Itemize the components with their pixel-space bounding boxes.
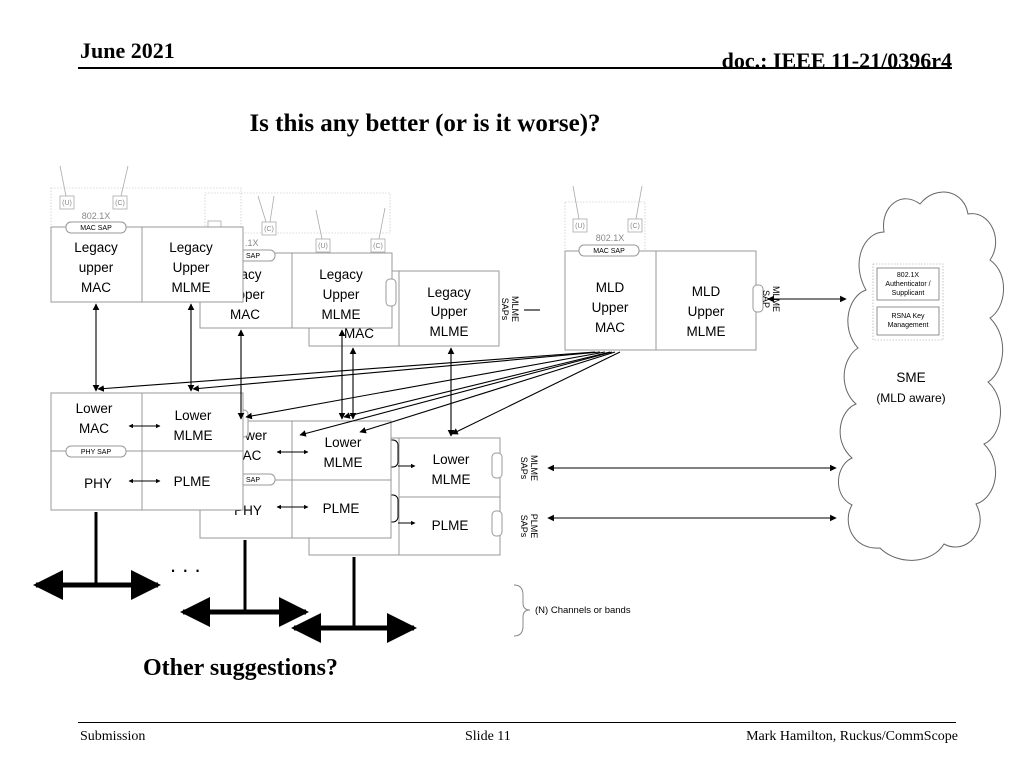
svg-text:MLME: MLME bbox=[323, 455, 362, 470]
authenticator-line-1: 802.1X bbox=[897, 272, 920, 279]
svg-text:SAPs: SAPs bbox=[519, 515, 529, 538]
header-date: June 2021 bbox=[80, 38, 175, 63]
svg-text:SAP: SAP bbox=[761, 290, 771, 308]
legacy-upper-mlme-line-3: MLME bbox=[171, 280, 210, 295]
other-suggestions: Other suggestions? bbox=[143, 655, 338, 681]
legacy-mlme-3-line-2: Upper bbox=[431, 304, 468, 319]
mld-upper-mac-line-2: Upper bbox=[592, 300, 629, 315]
svg-text:MAC SAP: MAC SAP bbox=[593, 248, 625, 255]
svg-text:PLME: PLME bbox=[323, 501, 360, 516]
mld-upper-mlme-line-3: MLME bbox=[686, 324, 725, 339]
svg-text:SAPs: SAPs bbox=[519, 457, 529, 480]
lower-mac-line-1: Lower bbox=[76, 401, 113, 416]
svg-text:acy: acy bbox=[240, 267, 261, 282]
rsna-key-line-2: Management bbox=[888, 322, 929, 329]
lower-stack-1: Lower MAC Lower MLME PHY SAP PHY PLME bbox=[50, 392, 244, 511]
svg-text:(C): (C) bbox=[373, 243, 383, 250]
port-c-icon: (C) bbox=[115, 200, 125, 207]
legacy-mlme-3-line-3: MLME bbox=[429, 324, 468, 339]
svg-text:AC: AC bbox=[243, 448, 262, 463]
svg-text:.1X: .1X bbox=[245, 238, 259, 248]
brace-icon bbox=[513, 584, 531, 637]
mlme-saps-label-upper: MLME bbox=[510, 296, 520, 322]
lower-mlme-line-2: MLME bbox=[173, 428, 212, 443]
svg-text:SAP: SAP bbox=[246, 253, 260, 260]
legacy-upper-mac-line-3: MAC bbox=[81, 280, 111, 295]
svg-text:(C): (C) bbox=[264, 226, 274, 233]
lower-mlme-line-1: Lower bbox=[175, 408, 212, 423]
plme-label: PLME bbox=[174, 474, 211, 489]
rsna-key-line-1: RSNA Key bbox=[891, 313, 925, 320]
plme-saps-label: PLME bbox=[529, 514, 539, 539]
legacy-stack-1: (U) (C) 802.1X MAC SAP MAC SAP Legacy up… bbox=[50, 165, 244, 303]
channels-note: (N) Channels or bands bbox=[535, 605, 631, 616]
sme-cloud: 802.1X Authenticator / Supplicant RSNA K… bbox=[838, 191, 1004, 561]
legacy-upper-mlme-line-1: Legacy bbox=[169, 240, 213, 255]
phy-label: PHY bbox=[84, 476, 112, 491]
mld-upper-mac-line-3: MAC bbox=[595, 320, 625, 335]
footer-slide-number: Slide 11 bbox=[465, 729, 511, 744]
mlme-saps-label-lower: MLME bbox=[529, 455, 539, 481]
media-lines: . . . bbox=[33, 512, 417, 643]
footer-submission: Submission bbox=[80, 729, 146, 744]
svg-text:(C): (C) bbox=[630, 223, 640, 230]
slide-title: Is this any better (or is it worse)? bbox=[249, 110, 601, 137]
legacy-mac-fragment: MAC bbox=[344, 326, 374, 341]
svg-text:SAP: SAP bbox=[246, 477, 260, 484]
mld-upper-mlme-line-2: Upper bbox=[688, 304, 725, 319]
svg-text:Legacy: Legacy bbox=[319, 267, 363, 282]
svg-text:Lower: Lower bbox=[433, 452, 470, 467]
svg-text:wer: wer bbox=[244, 428, 267, 443]
svg-text:(U): (U) bbox=[318, 243, 328, 250]
svg-text:MAC: MAC bbox=[230, 307, 260, 322]
phy-sap-label: PHY SAP bbox=[81, 449, 112, 456]
svg-text:MAC SAP: MAC SAP bbox=[80, 225, 112, 232]
svg-text:Lower: Lower bbox=[325, 435, 362, 450]
svg-text:PLME: PLME bbox=[432, 518, 469, 533]
sme-subtitle: (MLD aware) bbox=[876, 391, 945, 405]
svg-text:MLME: MLME bbox=[321, 307, 360, 322]
mld-upper-mac-line-1: MLD bbox=[596, 280, 625, 295]
label-8021x: 802.1X bbox=[82, 211, 111, 221]
connector-arrows bbox=[92, 295, 847, 526]
svg-text:802.1X: 802.1X bbox=[596, 233, 625, 243]
header-rule bbox=[78, 67, 952, 69]
svg-text:(U): (U) bbox=[575, 223, 585, 230]
svg-text:pper: pper bbox=[237, 287, 265, 302]
svg-text:MLME: MLME bbox=[431, 472, 470, 487]
mld-upper-block: (U) (C) 802.1X MAC SAP MLD Upper MAC MLD… bbox=[564, 185, 781, 351]
port-u-icon: (U) bbox=[62, 200, 72, 207]
legacy-upper-mac-line-2: upper bbox=[79, 260, 114, 275]
authenticator-box bbox=[876, 267, 940, 301]
authenticator-line-3: Supplicant bbox=[892, 290, 925, 297]
authenticator-line-2: Authenticator / bbox=[885, 281, 930, 288]
antenna-icon bbox=[59, 165, 67, 197]
footer-author: Mark Hamilton, Ruckus/CommScope bbox=[746, 729, 958, 744]
rsna-key-box bbox=[876, 306, 940, 336]
legacy-upper-mac-line-1: Legacy bbox=[74, 240, 118, 255]
lower-mac-line-2: MAC bbox=[79, 421, 109, 436]
legacy-upper-mlme-line-2: Upper bbox=[173, 260, 210, 275]
legacy-mlme-3-line-1: Legacy bbox=[427, 285, 471, 300]
svg-text:Upper: Upper bbox=[323, 287, 360, 302]
sme-title: SME bbox=[896, 370, 925, 385]
svg-text:SAPs: SAPs bbox=[500, 298, 510, 321]
ellipsis: . . . bbox=[170, 552, 201, 577]
footer-rule bbox=[78, 722, 956, 723]
mld-upper-mlme-line-1: MLD bbox=[692, 284, 721, 299]
